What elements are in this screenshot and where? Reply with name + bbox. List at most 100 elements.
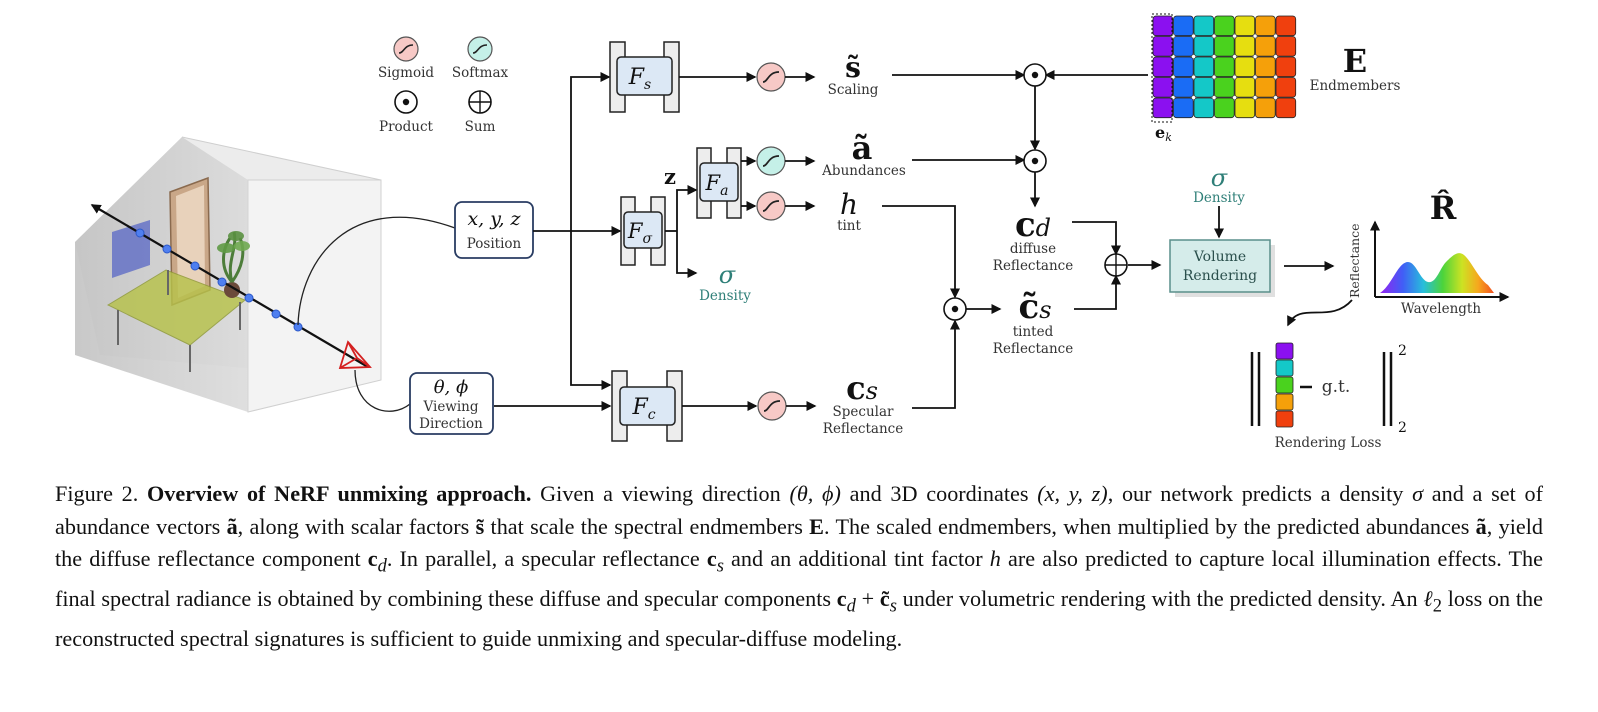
endmember-cell (1193, 97, 1215, 119)
network-fsigma: Fσ (620, 196, 666, 266)
connector-position (297, 216, 456, 326)
endmember-node (1211, 95, 1217, 100)
connector-view (354, 369, 411, 412)
endmember-cell (1173, 97, 1194, 119)
endmember-node (1252, 95, 1258, 100)
sigmoid-fc (757, 391, 787, 421)
endmember-cell (1173, 77, 1194, 98)
loss-connector (1287, 299, 1353, 327)
scaling-label: Scaling (828, 82, 879, 98)
network-fs: Fs (609, 41, 680, 113)
endmember-cell (1193, 77, 1215, 98)
x-axis-label: Wavelength (1401, 301, 1481, 317)
view-label-1: Viewing (422, 399, 478, 415)
legend: Sigmoid Softmax Product Sum (378, 36, 509, 135)
latent-z: z (664, 164, 676, 189)
tinted-label-1: tinted (1013, 324, 1054, 340)
diffuse-symbol: cd (1015, 205, 1051, 245)
view-math: θ, ϕ (434, 377, 469, 398)
loss-spectrum-cell (1275, 342, 1294, 360)
endmember-cell (1193, 15, 1215, 37)
view-label-2: Direction (419, 416, 483, 432)
sigmoid-icon (393, 36, 419, 62)
figure-caption: Figure 2. Overview of NeRF unmixing appr… (55, 481, 1543, 651)
softmax-fa (756, 146, 786, 176)
endmember-node (1232, 74, 1237, 80)
y-axis-label: Reflectance (1347, 224, 1362, 298)
legend-sigmoid-label: Sigmoid (378, 65, 434, 81)
endmember-node (1273, 54, 1278, 59)
legend-product-label: Product (379, 119, 434, 135)
endmember-node (1211, 33, 1217, 39)
endmember-cell (1234, 77, 1256, 98)
endmember-node (1191, 54, 1196, 59)
diffuse-label-1: diffuse (1010, 241, 1056, 257)
render-density-symbol: σ (1211, 164, 1228, 192)
endmember-node (1191, 95, 1196, 100)
view-box: θ, ϕ Viewing Direction (409, 372, 494, 435)
endmember-cell (1234, 15, 1256, 37)
spectrum-plot: Reflectance Wavelength R̂ (1347, 189, 1510, 317)
tint-label: tint (837, 218, 861, 234)
endmember-cell (1234, 36, 1256, 57)
density-symbol: σ (719, 261, 736, 289)
endmember-cell (1152, 77, 1174, 98)
loss-label: Rendering Loss (1275, 435, 1382, 451)
network-fc: Fc (611, 370, 683, 442)
product-icon (394, 90, 418, 114)
endmember-cell (1255, 56, 1276, 78)
sum-node (1104, 253, 1128, 277)
tint-symbol: h (840, 188, 858, 221)
r-hat-symbol: R̂ (1430, 189, 1457, 227)
position-math: x, y, z (467, 208, 521, 230)
tinted-symbol: c̃s (1018, 287, 1051, 327)
endmember-cell (1234, 97, 1256, 119)
endmember-cell (1255, 97, 1276, 119)
endmember-cell (1255, 15, 1276, 37)
density-label: Density (699, 288, 751, 304)
endmember-node (1252, 74, 1258, 80)
endmember-node (1191, 33, 1196, 39)
endmember-node (1232, 33, 1237, 39)
endmember-cell (1173, 56, 1194, 78)
svg-text:Fc: Fc (631, 395, 655, 423)
specular-symbol: cs (846, 369, 878, 407)
endmember-node (1232, 95, 1237, 100)
input-arrows (494, 72, 622, 411)
endmembers-symbol: E (1343, 42, 1367, 80)
loss-spectrum-cell (1275, 393, 1294, 411)
abundances-symbol: ã (852, 129, 873, 167)
endmember-ek: ek (1155, 123, 1172, 144)
endmember-cell (1275, 97, 1297, 119)
svg-text:Fa: Fa (705, 171, 729, 199)
caption-fig-label: Figure 2. (55, 481, 139, 506)
legend-sum-label: Sum (465, 119, 496, 135)
endmember-node (1211, 74, 1217, 80)
softmax-curve (472, 44, 488, 54)
product-node-1 (1023, 63, 1047, 87)
endmember-cell (1275, 15, 1297, 37)
endmember-cell (1173, 15, 1194, 37)
endmember-cell (1234, 56, 1256, 78)
endmember-cell (1173, 36, 1194, 57)
endmember-cell (1214, 15, 1235, 37)
endmember-cell (1152, 36, 1174, 57)
endmembers-label: Endmembers (1310, 78, 1401, 94)
loss-sub: 2 (1398, 420, 1407, 436)
endmember-cell (1275, 56, 1297, 78)
gt-label: g.t. (1322, 377, 1351, 397)
endmember-cell (1214, 97, 1235, 119)
svg-text:Fs: Fs (628, 65, 651, 93)
endmember-node (1191, 74, 1196, 80)
loss-spectrum-cell (1275, 410, 1294, 428)
endmember-cell (1275, 36, 1297, 57)
endmember-cell (1214, 56, 1235, 78)
sum-icon (468, 90, 492, 114)
ray-sample-points (135, 228, 303, 332)
endmember-cell (1152, 56, 1174, 78)
abundances-label: Abundances (821, 163, 906, 179)
svg-text:Fσ: Fσ (627, 219, 653, 247)
rendering-loss: g.t. 2 2 Rendering Loss (1250, 342, 1407, 451)
endmember-node (1211, 54, 1217, 59)
endmember-cell (1152, 97, 1174, 119)
